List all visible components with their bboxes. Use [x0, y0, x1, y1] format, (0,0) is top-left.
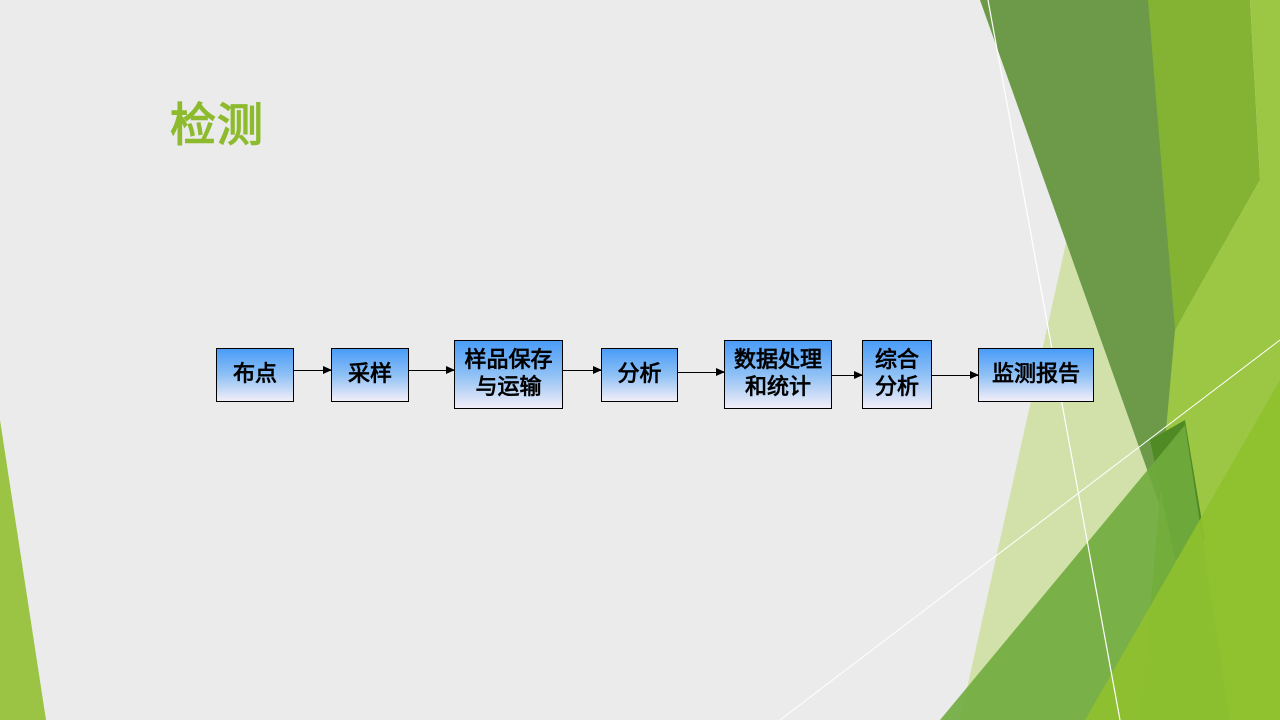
- bright-green-band-shape: [1148, 0, 1260, 330]
- flow-step-label: 和统计: [744, 374, 811, 400]
- flow-step-label: 布点: [232, 361, 277, 387]
- flow-step-6: 综合 分析: [862, 340, 932, 409]
- flow-arrow: [832, 371, 863, 379]
- white-line: [779, 339, 1280, 720]
- flow-step-2: 采样: [331, 348, 409, 402]
- flow-step-4: 分析: [601, 348, 678, 402]
- flow-step-3: 样品保存 与运输: [454, 340, 563, 409]
- left-green-shape: [0, 420, 46, 720]
- flow-arrow: [294, 366, 332, 374]
- flow-arrow: [932, 371, 979, 379]
- flow-arrow: [678, 368, 725, 376]
- flow-step-label: 监测报告: [991, 361, 1080, 387]
- flow-step-label: 样品保存: [464, 348, 553, 374]
- flow-step-label: 与运输: [475, 374, 542, 400]
- slide-title: 检测: [170, 98, 264, 152]
- flow-step-label: 分析: [874, 374, 919, 400]
- flow-arrow: [563, 366, 602, 374]
- flow-step-label: 采样: [347, 361, 392, 387]
- flow-step-7: 监测报告: [978, 348, 1094, 402]
- flow-step-5: 数据处理 和统计: [724, 340, 832, 409]
- flow-arrow: [409, 366, 455, 374]
- flow-step-label: 数据处理: [733, 348, 822, 374]
- flow-step-label: 分析: [617, 361, 662, 387]
- olive-band-shape: [980, 0, 1200, 520]
- flow-step-1: 布点: [216, 348, 294, 402]
- bottom-bright-shape: [1085, 380, 1280, 720]
- flow-step-label: 综合: [874, 348, 919, 374]
